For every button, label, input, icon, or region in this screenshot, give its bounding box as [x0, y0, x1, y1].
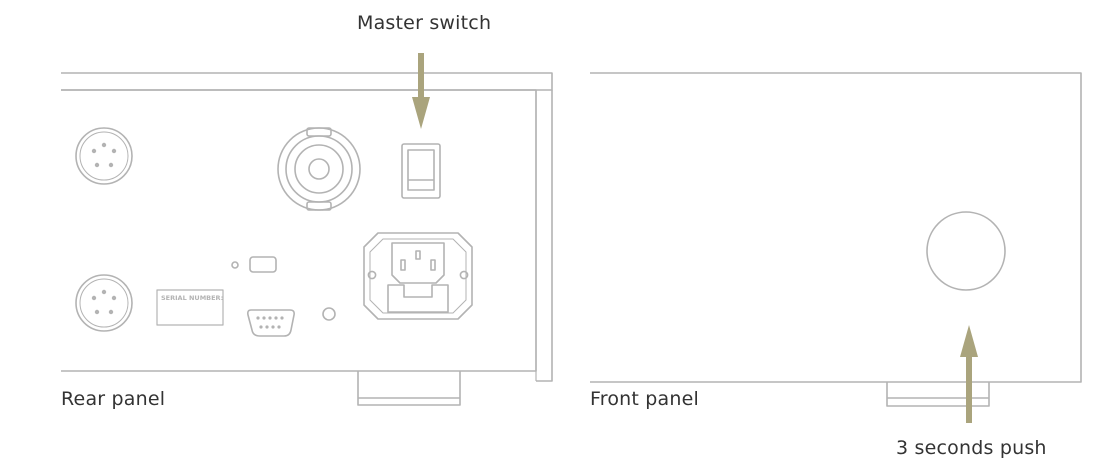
power-inlet	[363, 232, 473, 320]
xlr-connector-top	[75, 127, 133, 185]
rear-chassis-top	[61, 72, 553, 91]
rear-chassis-side	[536, 90, 553, 382]
push-hint-caption: 3 seconds push	[896, 437, 1047, 459]
db9-connector	[247, 309, 295, 337]
master-switch[interactable]	[401, 143, 441, 199]
rear-foot	[357, 371, 461, 406]
master-switch-caption: Master switch	[357, 12, 492, 34]
front-panel-caption: Front panel	[590, 388, 700, 410]
serial-number-label: SERIAL NUMBER:	[156, 289, 224, 326]
serial-number-text: SERIAL NUMBER:	[161, 294, 223, 302]
front-foot	[886, 382, 990, 407]
rear-panel-caption: Rear panel	[61, 388, 166, 410]
push-arrow	[960, 325, 978, 423]
front-chassis-outline	[590, 72, 1082, 383]
round-output-connector	[277, 127, 361, 211]
front-panel	[590, 72, 1082, 407]
master-switch-arrow	[412, 53, 430, 129]
status-led	[231, 261, 239, 269]
rear-chassis-body	[61, 89, 537, 372]
power-knob[interactable]	[926, 211, 1006, 291]
ground-terminal	[322, 307, 336, 321]
xlr-connector-bottom	[75, 274, 133, 332]
small-button[interactable]	[249, 256, 277, 273]
rear-panel: SERIAL NUMBER:	[61, 72, 553, 406]
